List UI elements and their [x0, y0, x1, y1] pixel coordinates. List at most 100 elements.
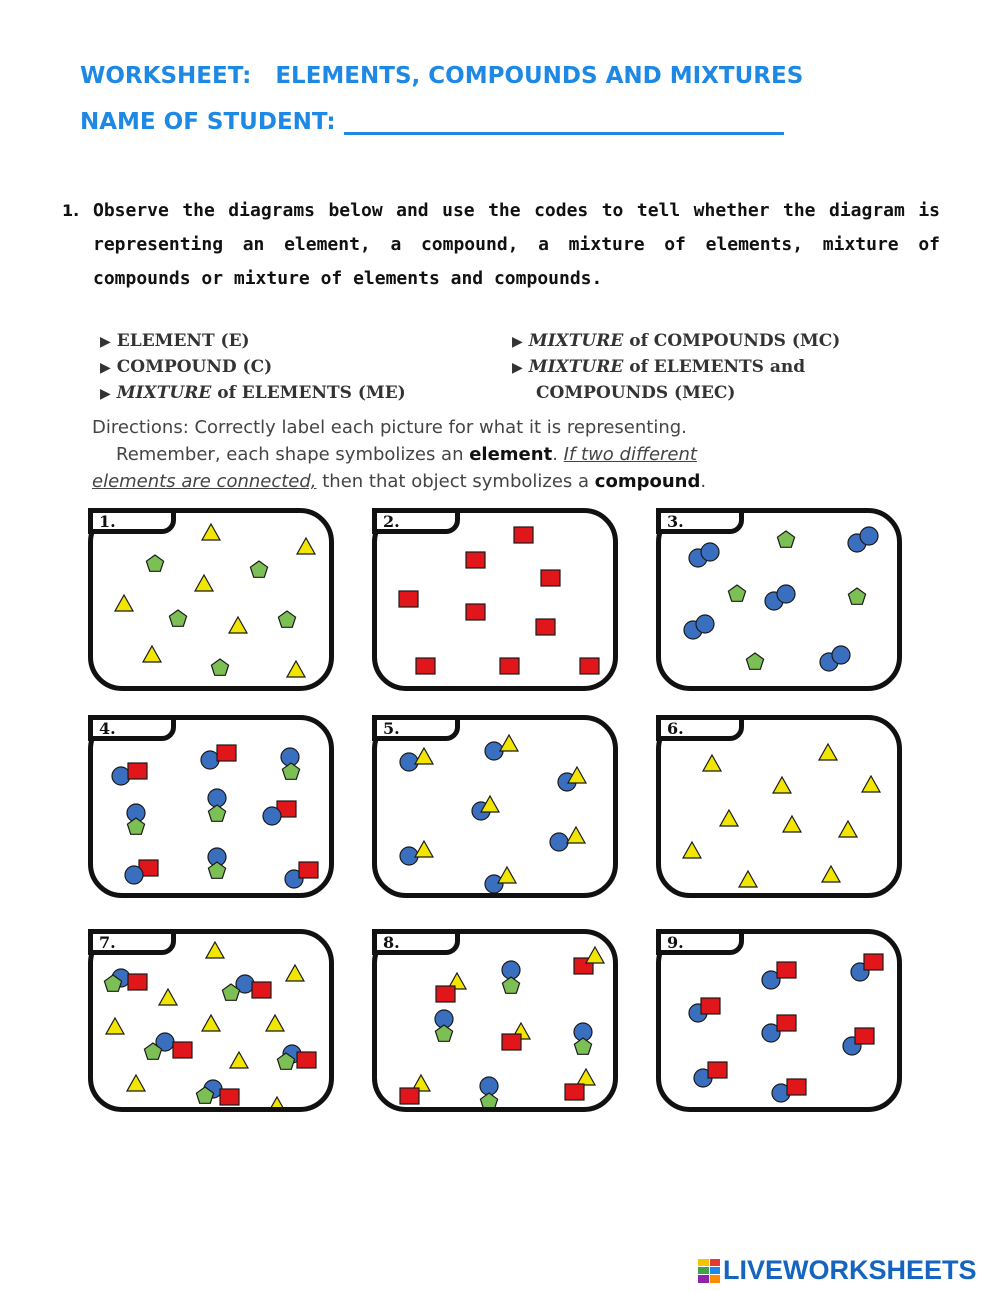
square-particle [296, 1051, 317, 1069]
pentagon-particle [727, 584, 747, 602]
square-particle [535, 618, 556, 636]
box-label[interactable]: 3. ____ [656, 508, 744, 534]
square-particle [398, 590, 419, 608]
diagram-box-4: 4. ____ [88, 715, 334, 898]
triangle-particle [204, 940, 226, 959]
pentagon-particle [745, 652, 765, 670]
pentagon-particle [776, 530, 796, 548]
square-particle [465, 603, 486, 621]
box-label[interactable]: 1. ____ [88, 508, 176, 534]
square-particle [435, 985, 456, 1003]
square-particle [298, 861, 319, 879]
triangle-particle [701, 753, 723, 772]
square-particle [172, 1041, 193, 1059]
triangle-particle [575, 1067, 597, 1086]
circle-particle [859, 526, 879, 546]
circle-particle [124, 865, 144, 885]
square-particle [465, 551, 486, 569]
triangle-particle [737, 869, 759, 888]
circle-particle [761, 1023, 781, 1043]
square-particle [415, 657, 436, 675]
student-name-field[interactable] [343, 106, 784, 135]
code-mixture-elements: ▶MIXTURE of ELEMENTS (ME) [100, 383, 406, 403]
pentagon-particle [103, 974, 123, 992]
square-particle [700, 997, 721, 1015]
square-particle [863, 953, 884, 971]
pentagon-particle [143, 1042, 163, 1060]
diagram-shapes [398, 526, 600, 675]
box-label[interactable]: 9. ____ [656, 929, 744, 955]
diagram-shapes [103, 940, 317, 1107]
box-label[interactable]: 4. ____ [88, 715, 176, 741]
diagram-shapes [399, 945, 606, 1107]
triangle-particle [413, 839, 435, 858]
box-label[interactable]: 7. ____ [88, 929, 176, 955]
pentagon-particle [126, 817, 146, 835]
square-particle [786, 1078, 807, 1096]
square-particle [776, 961, 797, 979]
circle-particle [200, 750, 220, 770]
triangle-particle [498, 733, 520, 752]
pentagon-particle [145, 554, 165, 572]
box-label[interactable]: 2. ____ [372, 508, 460, 534]
pentagon-particle [501, 976, 521, 994]
box-label[interactable]: 6. ____ [656, 715, 744, 741]
pentagon-particle [168, 609, 188, 627]
circle-particle [111, 766, 131, 786]
triangle-particle [200, 522, 222, 541]
circle-particle [761, 970, 781, 990]
circle-particle [484, 874, 504, 893]
triangle-particle [413, 746, 435, 765]
square-particle [399, 1087, 420, 1105]
pentagon-particle [434, 1024, 454, 1042]
question-text: Observe the diagrams below and use the c… [93, 200, 940, 289]
worksheet-title: WORKSHEET: ELEMENTS, COMPOUNDS AND MIXTU… [80, 63, 804, 89]
triangle-particle [113, 593, 135, 612]
triangle-particle [104, 1016, 126, 1035]
triangle-particle [681, 840, 703, 859]
arrow-icon: ▶ [512, 334, 523, 350]
pentagon-particle [221, 983, 241, 1001]
code-element: ▶ELEMENT (E) [100, 331, 250, 351]
square-particle [501, 1033, 522, 1051]
diagram-shapes [683, 526, 879, 672]
pentagon-particle [277, 610, 297, 628]
pentagon-particle [847, 587, 867, 605]
triangle-particle [566, 765, 588, 784]
pentagon-particle [281, 762, 301, 780]
square-particle [219, 1088, 240, 1106]
triangle-particle [157, 987, 179, 1006]
triangle-particle [264, 1013, 286, 1032]
arrow-icon: ▶ [100, 334, 111, 350]
diagram-shapes [111, 744, 319, 889]
triangle-particle [479, 794, 501, 813]
circle-particle [695, 614, 715, 634]
diagram-box-8: 8. ____ [372, 929, 618, 1112]
pentagon-particle [210, 658, 230, 676]
liveworksheets-brand: LIVEWORKSHEETS [723, 1255, 977, 1285]
triangle-particle [125, 1073, 147, 1092]
square-particle [251, 981, 272, 999]
directions-line-1: Directions: Correctly label each picture… [92, 417, 687, 438]
circle-particle [549, 832, 569, 852]
square-particle [540, 569, 561, 587]
square-particle [776, 1014, 797, 1032]
triangle-particle [295, 536, 317, 555]
pentagon-particle [195, 1086, 215, 1104]
box-label[interactable]: 8. ____ [372, 929, 460, 955]
student-name-line: NAME OF STUDENT: [80, 106, 784, 135]
pentagon-particle [573, 1037, 593, 1055]
arrow-icon: ▶ [100, 360, 111, 376]
question-1: 1. Observe the diagrams below and use th… [62, 194, 940, 296]
box-label[interactable]: 5. ____ [372, 715, 460, 741]
circle-particle [831, 645, 851, 665]
diagram-box-9: 9. ____ [656, 929, 902, 1112]
square-particle [579, 657, 600, 675]
triangle-particle [718, 808, 740, 827]
square-particle [216, 744, 237, 762]
triangle-particle [837, 819, 859, 838]
liveworksheets-icon [698, 1258, 720, 1283]
square-particle [513, 526, 534, 544]
directions-line-3: elements are connected, then that object… [92, 471, 707, 492]
triangle-particle [285, 659, 307, 678]
